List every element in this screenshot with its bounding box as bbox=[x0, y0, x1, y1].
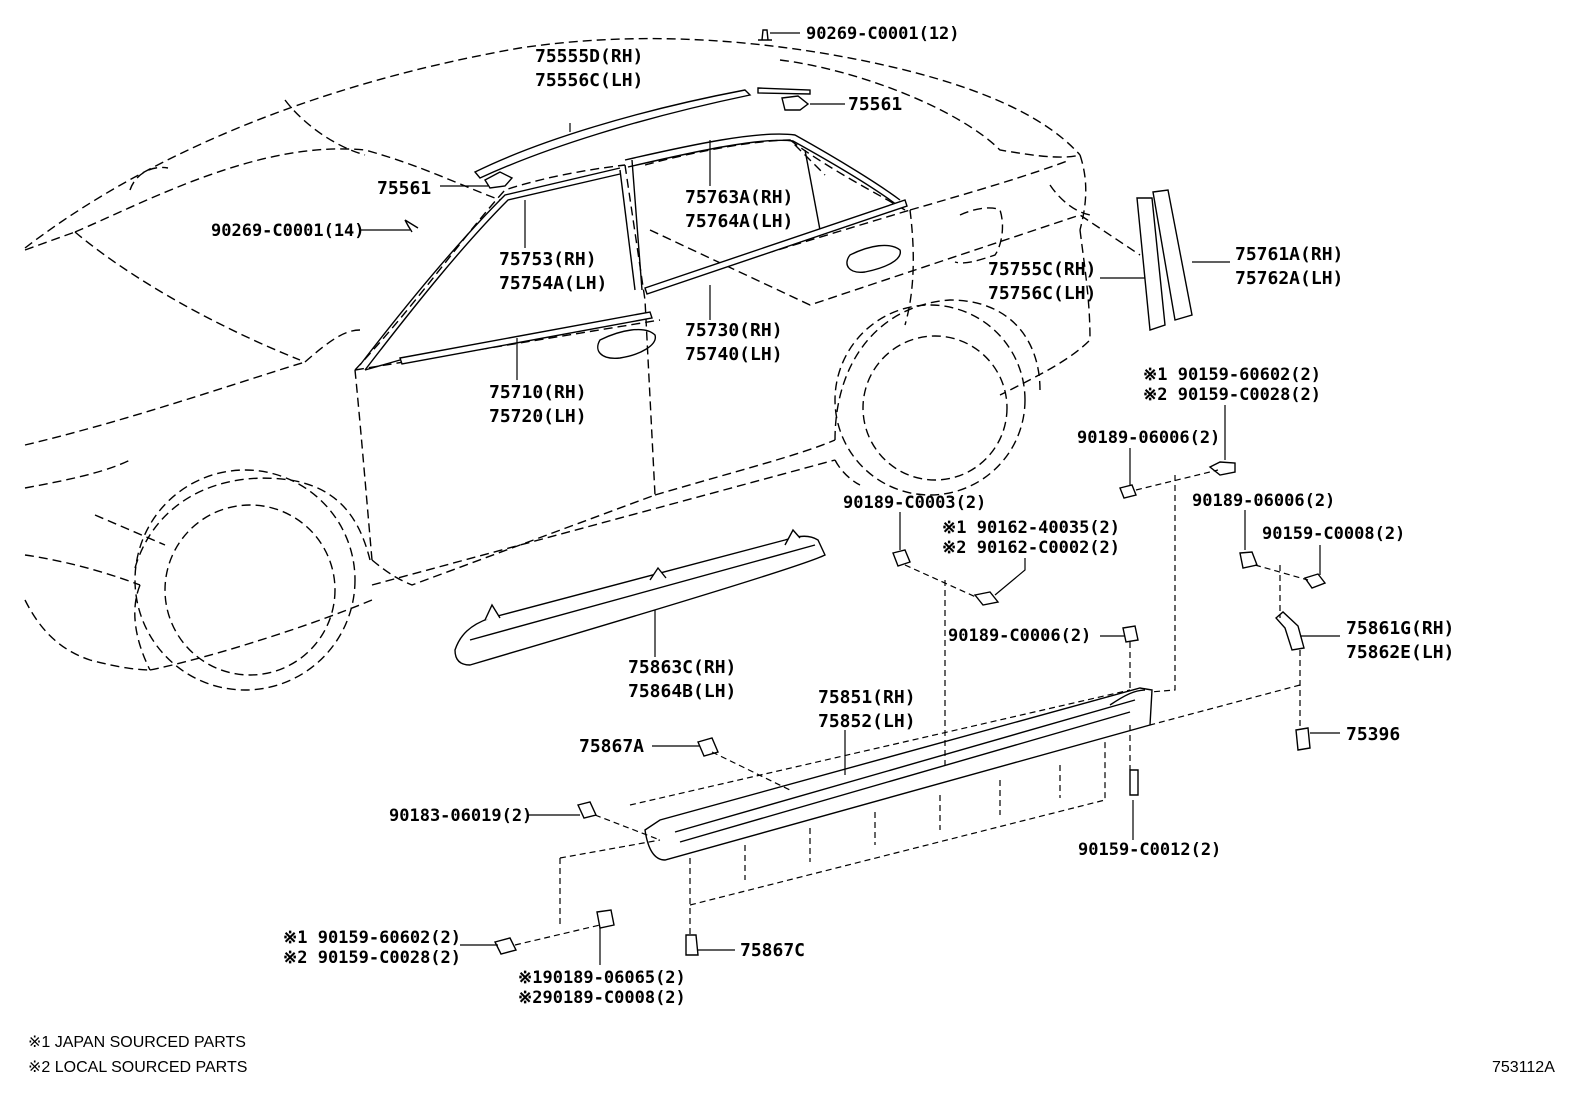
label-75740: 75740(LH) bbox=[685, 344, 783, 365]
label-75753: 75753(RH) bbox=[499, 249, 597, 270]
label-75396: 75396 bbox=[1346, 724, 1400, 745]
label-90159-c0012: 90159-C0012(2) bbox=[1078, 840, 1221, 860]
label-75720: 75720(LH) bbox=[489, 406, 587, 427]
label-90189-06006-b: 90189-06006(2) bbox=[1192, 491, 1335, 511]
label-90162-c0002: ※2 90162-C0002(2) bbox=[942, 538, 1120, 558]
label-90162-40035: ※1 90162-40035(2) bbox=[942, 518, 1120, 538]
label-75864b: 75864B(LH) bbox=[628, 681, 736, 702]
label-90159-60602-r: ※1 90159-60602(2) bbox=[1143, 365, 1321, 385]
label-75754a: 75754A(LH) bbox=[499, 273, 607, 294]
label-90159-c0008: 90159-C0008(2) bbox=[1262, 524, 1405, 544]
door-handles bbox=[597, 244, 901, 359]
label-75867a: 75867A bbox=[579, 736, 644, 757]
belt-moldings bbox=[364, 199, 908, 371]
footnotes: ※1 JAPAN SOURCED PARTS ※2 LOCAL SOURCED … bbox=[28, 1034, 1555, 1076]
label-75556c: 75556C(LH) bbox=[535, 70, 643, 91]
car-body-outline bbox=[24, 37, 1141, 691]
side-sill-spoiler bbox=[454, 528, 826, 666]
label-75852: 75852(LH) bbox=[818, 711, 916, 732]
label-75761a: 75761A(RH) bbox=[1235, 244, 1343, 265]
label-75851: 75851(RH) bbox=[818, 687, 916, 708]
label-90269-c0001-14: 90269-C0001(14) bbox=[211, 221, 365, 241]
label-75762a: 75762A(LH) bbox=[1235, 268, 1343, 289]
label-90189-c0008: ※290189-C0008(2) bbox=[518, 988, 686, 1008]
window-frame-moldings bbox=[359, 133, 901, 371]
label-90189-c0003: 90189-C0003(2) bbox=[843, 493, 986, 513]
label-75710: 75710(RH) bbox=[489, 382, 587, 403]
roof-drip-molding bbox=[473, 87, 811, 179]
label-90159-c0028-r: ※2 90159-C0028(2) bbox=[1143, 385, 1321, 405]
label-90269-c0001-12: 90269-C0001(12) bbox=[806, 24, 960, 44]
part-labels: 90269-C0001(12) 75555D(RH) 75556C(LH) 75… bbox=[211, 24, 1454, 1008]
note-local-sourced: ※2 LOCAL SOURCED PARTS bbox=[28, 1059, 247, 1076]
label-90159-c0028-l: ※2 90159-C0028(2) bbox=[283, 948, 461, 968]
c-pillar-garnish bbox=[1136, 189, 1193, 331]
label-75867c: 75867C bbox=[740, 940, 805, 961]
assembly-lines bbox=[514, 469, 1309, 946]
label-75561-top: 75561 bbox=[848, 94, 902, 115]
rocker-panel-molding bbox=[644, 687, 1153, 861]
note-japan-sourced: ※1 JAPAN SOURCED PARTS bbox=[28, 1034, 246, 1051]
label-75764a: 75764A(LH) bbox=[685, 211, 793, 232]
label-75555d: 75555D(RH) bbox=[535, 46, 643, 67]
small-hardware bbox=[493, 461, 1327, 956]
clips bbox=[404, 29, 810, 233]
label-75863c: 75863C(RH) bbox=[628, 657, 736, 678]
leader-lines bbox=[360, 32, 1340, 965]
label-90189-c0006: 90189-C0006(2) bbox=[948, 626, 1091, 646]
label-75755c: 75755C(RH) bbox=[988, 259, 1096, 280]
label-75561-left: 75561 bbox=[377, 178, 431, 199]
label-90189-06006-a: 90189-06006(2) bbox=[1077, 428, 1220, 448]
figure-id: 753112A bbox=[1492, 1059, 1555, 1076]
label-75763a: 75763A(RH) bbox=[685, 187, 793, 208]
label-75862e: 75862E(LH) bbox=[1346, 642, 1454, 663]
label-75861g: 75861G(RH) bbox=[1346, 618, 1454, 639]
label-75756c: 75756C(LH) bbox=[988, 283, 1096, 304]
label-75730: 75730(RH) bbox=[685, 320, 783, 341]
label-90159-60602-l: ※1 90159-60602(2) bbox=[283, 928, 461, 948]
label-90183-06019: 90183-06019(2) bbox=[389, 806, 532, 826]
label-90189-06065: ※190189-06065(2) bbox=[518, 968, 686, 988]
